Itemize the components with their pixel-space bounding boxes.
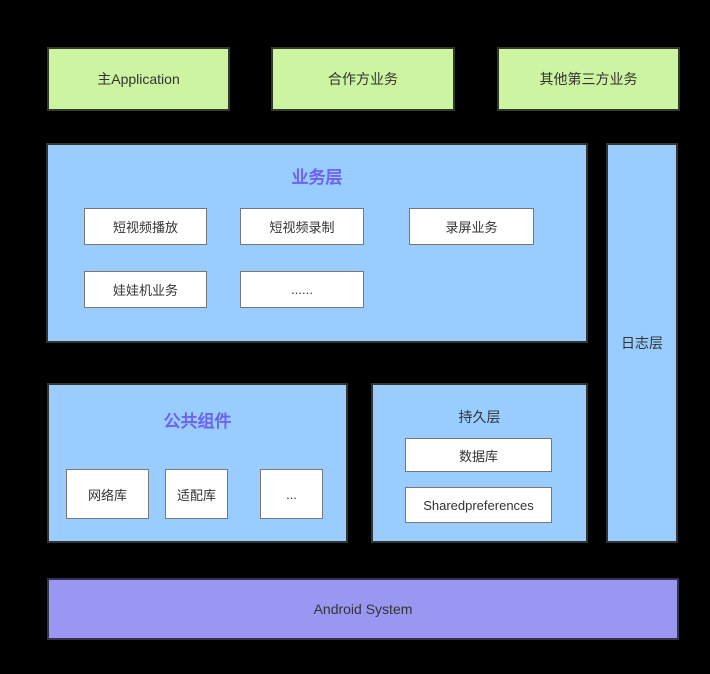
module-ellipsis: ...... bbox=[240, 271, 364, 308]
common-components-container: 公共组件 网络库 适配库 ... bbox=[47, 383, 348, 543]
persistence-layer-title: 持久层 bbox=[458, 409, 501, 425]
module-short-video-recording: 短视频录制 bbox=[240, 208, 364, 245]
node-third-party-business: 其他第三方业务 bbox=[497, 47, 680, 111]
module-sharedpreferences: Sharedpreferences bbox=[405, 487, 552, 523]
common-components-title: 公共组件 bbox=[163, 412, 232, 431]
business-layer-title: 业务层 bbox=[291, 168, 343, 187]
node-main-application: 主Application bbox=[47, 47, 230, 111]
module-ellipsis: ... bbox=[260, 469, 323, 519]
node-android-system: Android System bbox=[47, 578, 679, 640]
module-screen-recording: 录屏业务 bbox=[409, 208, 534, 245]
business-layer-container: 业务层 短视频播放 短视频录制 录屏业务 娃娃机业务 ...... bbox=[46, 143, 588, 343]
persistence-layer-container: 持久层 数据库 Sharedpreferences bbox=[371, 383, 588, 543]
module-database: 数据库 bbox=[405, 438, 552, 472]
node-partner-business: 合作方业务 bbox=[271, 47, 455, 111]
module-network-library: 网络库 bbox=[66, 469, 149, 519]
module-short-video-playback: 短视频播放 bbox=[84, 208, 207, 245]
module-claw-machine: 娃娃机业务 bbox=[84, 271, 207, 308]
log-layer-container: 日志层 bbox=[606, 143, 678, 543]
log-layer-title: 日志层 bbox=[621, 335, 663, 351]
module-adapter-library: 适配库 bbox=[165, 469, 228, 519]
